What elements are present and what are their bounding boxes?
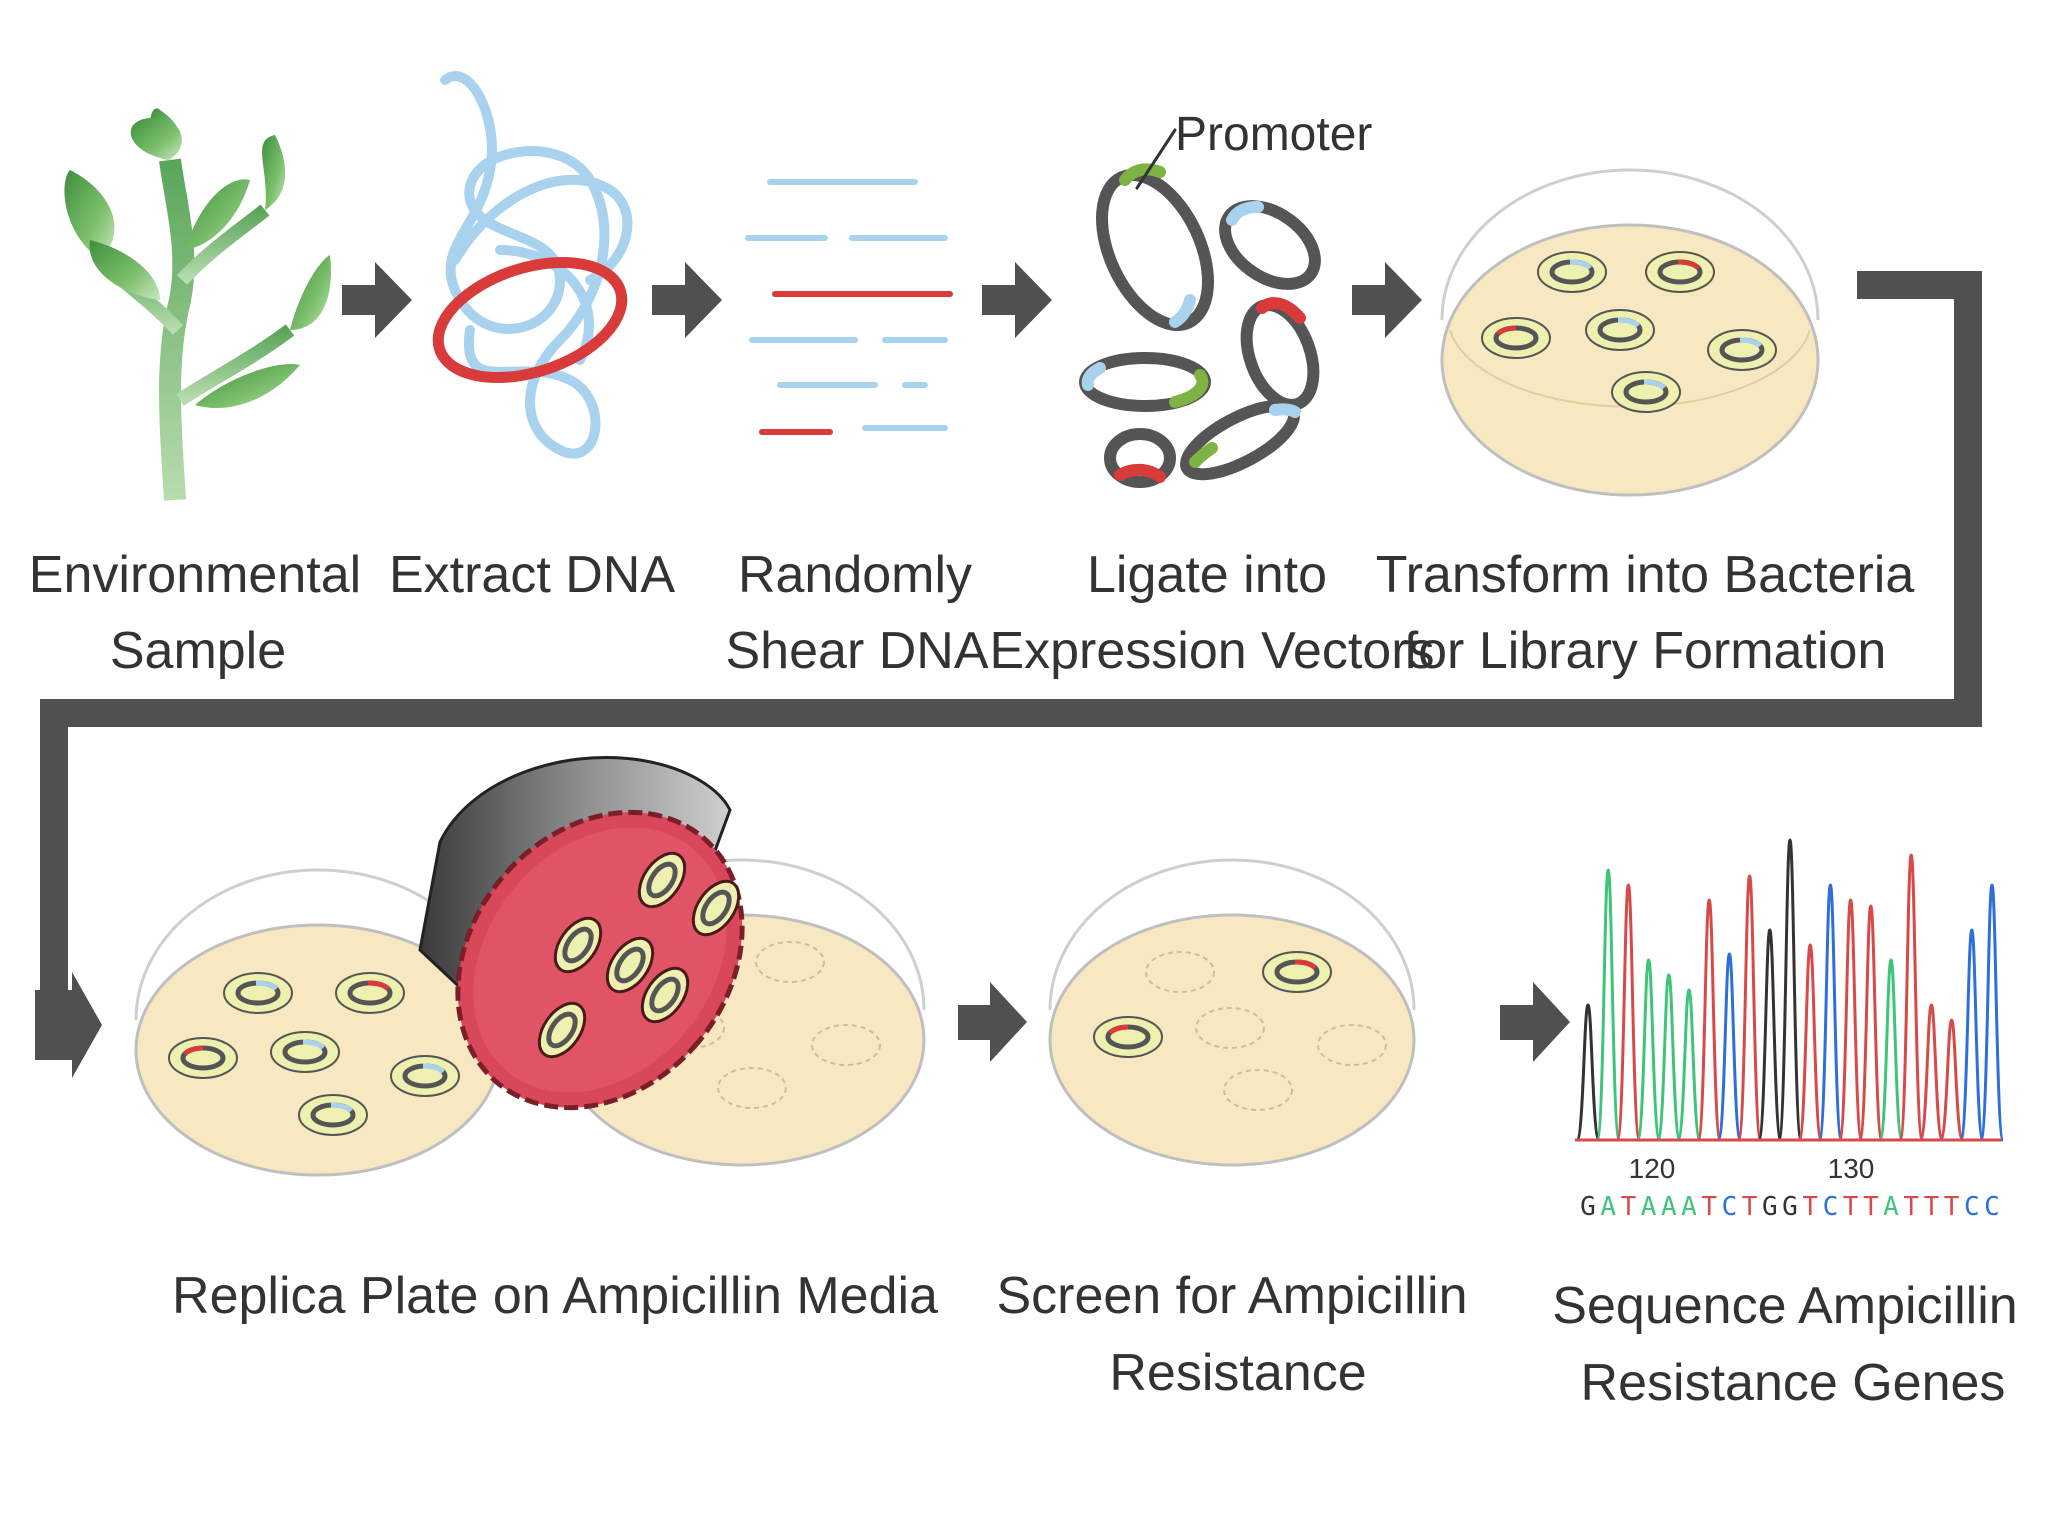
master-plate — [134, 868, 502, 1177]
arrow-icon — [1500, 982, 1570, 1062]
tick-label: 130 — [1828, 1153, 1875, 1184]
base-call-letter: T — [1944, 1192, 1960, 1222]
chromatogram-peak — [1959, 928, 1985, 1142]
base-call-letter: C — [1722, 1192, 1738, 1222]
caption-environmental-sample: Environmental — [29, 546, 361, 604]
base-call-letter: A — [1883, 1192, 1899, 1222]
chromatogram-peak — [1757, 928, 1783, 1142]
caption-resistance: Resistance — [1109, 1344, 1366, 1402]
base-call-letter: G — [1762, 1192, 1778, 1222]
chromatogram-peak — [1939, 1018, 1965, 1142]
base-call-letter: G — [1782, 1192, 1798, 1222]
sheared-dna-fragments — [745, 179, 953, 435]
replica-plating-illustration — [134, 756, 926, 1177]
caption-sequence-ampicillin: Sequence Ampicillin — [1552, 1277, 2017, 1335]
arrow-icon — [958, 982, 1027, 1062]
chromatogram-peak — [1615, 883, 1641, 1142]
base-call-letter: C — [1984, 1192, 2000, 1222]
chromatogram-peak — [1777, 838, 1803, 1142]
chromatogram-traces — [1575, 838, 2005, 1142]
base-call-letter: T — [1802, 1192, 1818, 1222]
chromatogram-peak — [1817, 883, 1843, 1142]
caption-shear-dna: Shear DNA — [726, 622, 989, 680]
vector-plasmid — [1180, 399, 1301, 481]
chromatogram-peak — [1696, 898, 1722, 1142]
base-call-letter: A — [1641, 1192, 1657, 1222]
chromatogram-peak — [1858, 904, 1884, 1142]
arrow-icon — [342, 262, 412, 338]
base-call-letter: T — [1621, 1192, 1637, 1222]
caption-environmental-sample-line2: Sample — [110, 622, 286, 680]
chromatogram-peak — [1636, 958, 1662, 1142]
chromatogram-peak — [1575, 1003, 1601, 1142]
chromatogram-peak — [1676, 988, 1702, 1142]
caption-extract-dna: Extract DNA — [389, 546, 675, 604]
vector-plasmid — [1104, 428, 1176, 488]
base-call-letter: A — [1661, 1192, 1677, 1222]
caption-expression-vectors: Expression Vectors — [989, 622, 1434, 680]
chromatogram-peak — [1838, 898, 1864, 1142]
bacterial-colonies — [1481, 251, 1777, 413]
arrow-icon — [652, 262, 722, 338]
petri-dish-library — [1440, 168, 1820, 497]
caption-library-formation: for Library Formation — [1404, 622, 1887, 680]
replica-stamp-icon — [418, 756, 745, 1111]
base-call-letter: T — [1903, 1192, 1919, 1222]
chromatogram-peak — [1656, 973, 1682, 1142]
screening-plate — [1048, 858, 1416, 1167]
step-captions-top: Environmental Sample Extract DNA Randoml… — [29, 546, 1915, 680]
chromatogram-peak — [1737, 874, 1763, 1142]
caption-randomly: Randomly — [738, 546, 972, 604]
arrow-icon — [1352, 262, 1422, 338]
caption-ligate-into: Ligate into — [1087, 546, 1327, 604]
chromatogram-peak — [1878, 958, 1904, 1142]
promoter-label: Promoter — [1175, 108, 1372, 161]
base-call-letter: C — [1823, 1192, 1839, 1222]
chromatogram-peak — [1898, 853, 1924, 1142]
arrow-icon — [35, 972, 102, 1078]
caption-resistance-genes: Resistance Genes — [1581, 1354, 2006, 1412]
chromatogram-peak — [1979, 883, 2005, 1142]
chromatogram-peak — [1797, 943, 1823, 1142]
base-call-letter: T — [1924, 1192, 1940, 1222]
expression-vectors — [1079, 128, 1321, 488]
vector-plasmid — [1240, 297, 1320, 411]
step-captions-bottom: Replica Plate on Ampicillin Media Screen… — [172, 1267, 2018, 1412]
connector-arrow — [40, 271, 1982, 1000]
promoter-leader-line — [1135, 128, 1177, 190]
tangled-dna-icon — [432, 71, 633, 459]
chromatogram-peak — [1918, 1003, 1944, 1142]
caption-screen-ampicillin: Screen for Ampicillin — [996, 1267, 1467, 1325]
caption-replica-plate: Replica Plate on Ampicillin Media — [172, 1267, 938, 1325]
vector-plasmid — [1219, 200, 1321, 290]
base-call-letter: G — [1580, 1192, 1596, 1222]
caption-transform-bacteria: Transform into Bacteria — [1376, 546, 1915, 604]
vector-plasmid — [1096, 163, 1214, 331]
base-call-letter: A — [1681, 1192, 1697, 1222]
base-call-letter: T — [1863, 1192, 1879, 1222]
chromatogram-peak — [1716, 952, 1742, 1142]
flow-arrows — [35, 262, 1982, 1078]
base-call-letter: A — [1600, 1192, 1616, 1222]
plant-icon — [64, 108, 331, 501]
base-call-letter: T — [1843, 1192, 1859, 1222]
arrow-icon — [982, 262, 1052, 338]
base-call-letter: T — [1701, 1192, 1717, 1222]
base-call-letter: T — [1742, 1192, 1758, 1222]
chromatogram-peak — [1595, 868, 1621, 1142]
tick-label: 120 — [1629, 1153, 1676, 1184]
vector-plasmid — [1079, 352, 1211, 412]
base-call-letter: C — [1964, 1192, 1980, 1222]
